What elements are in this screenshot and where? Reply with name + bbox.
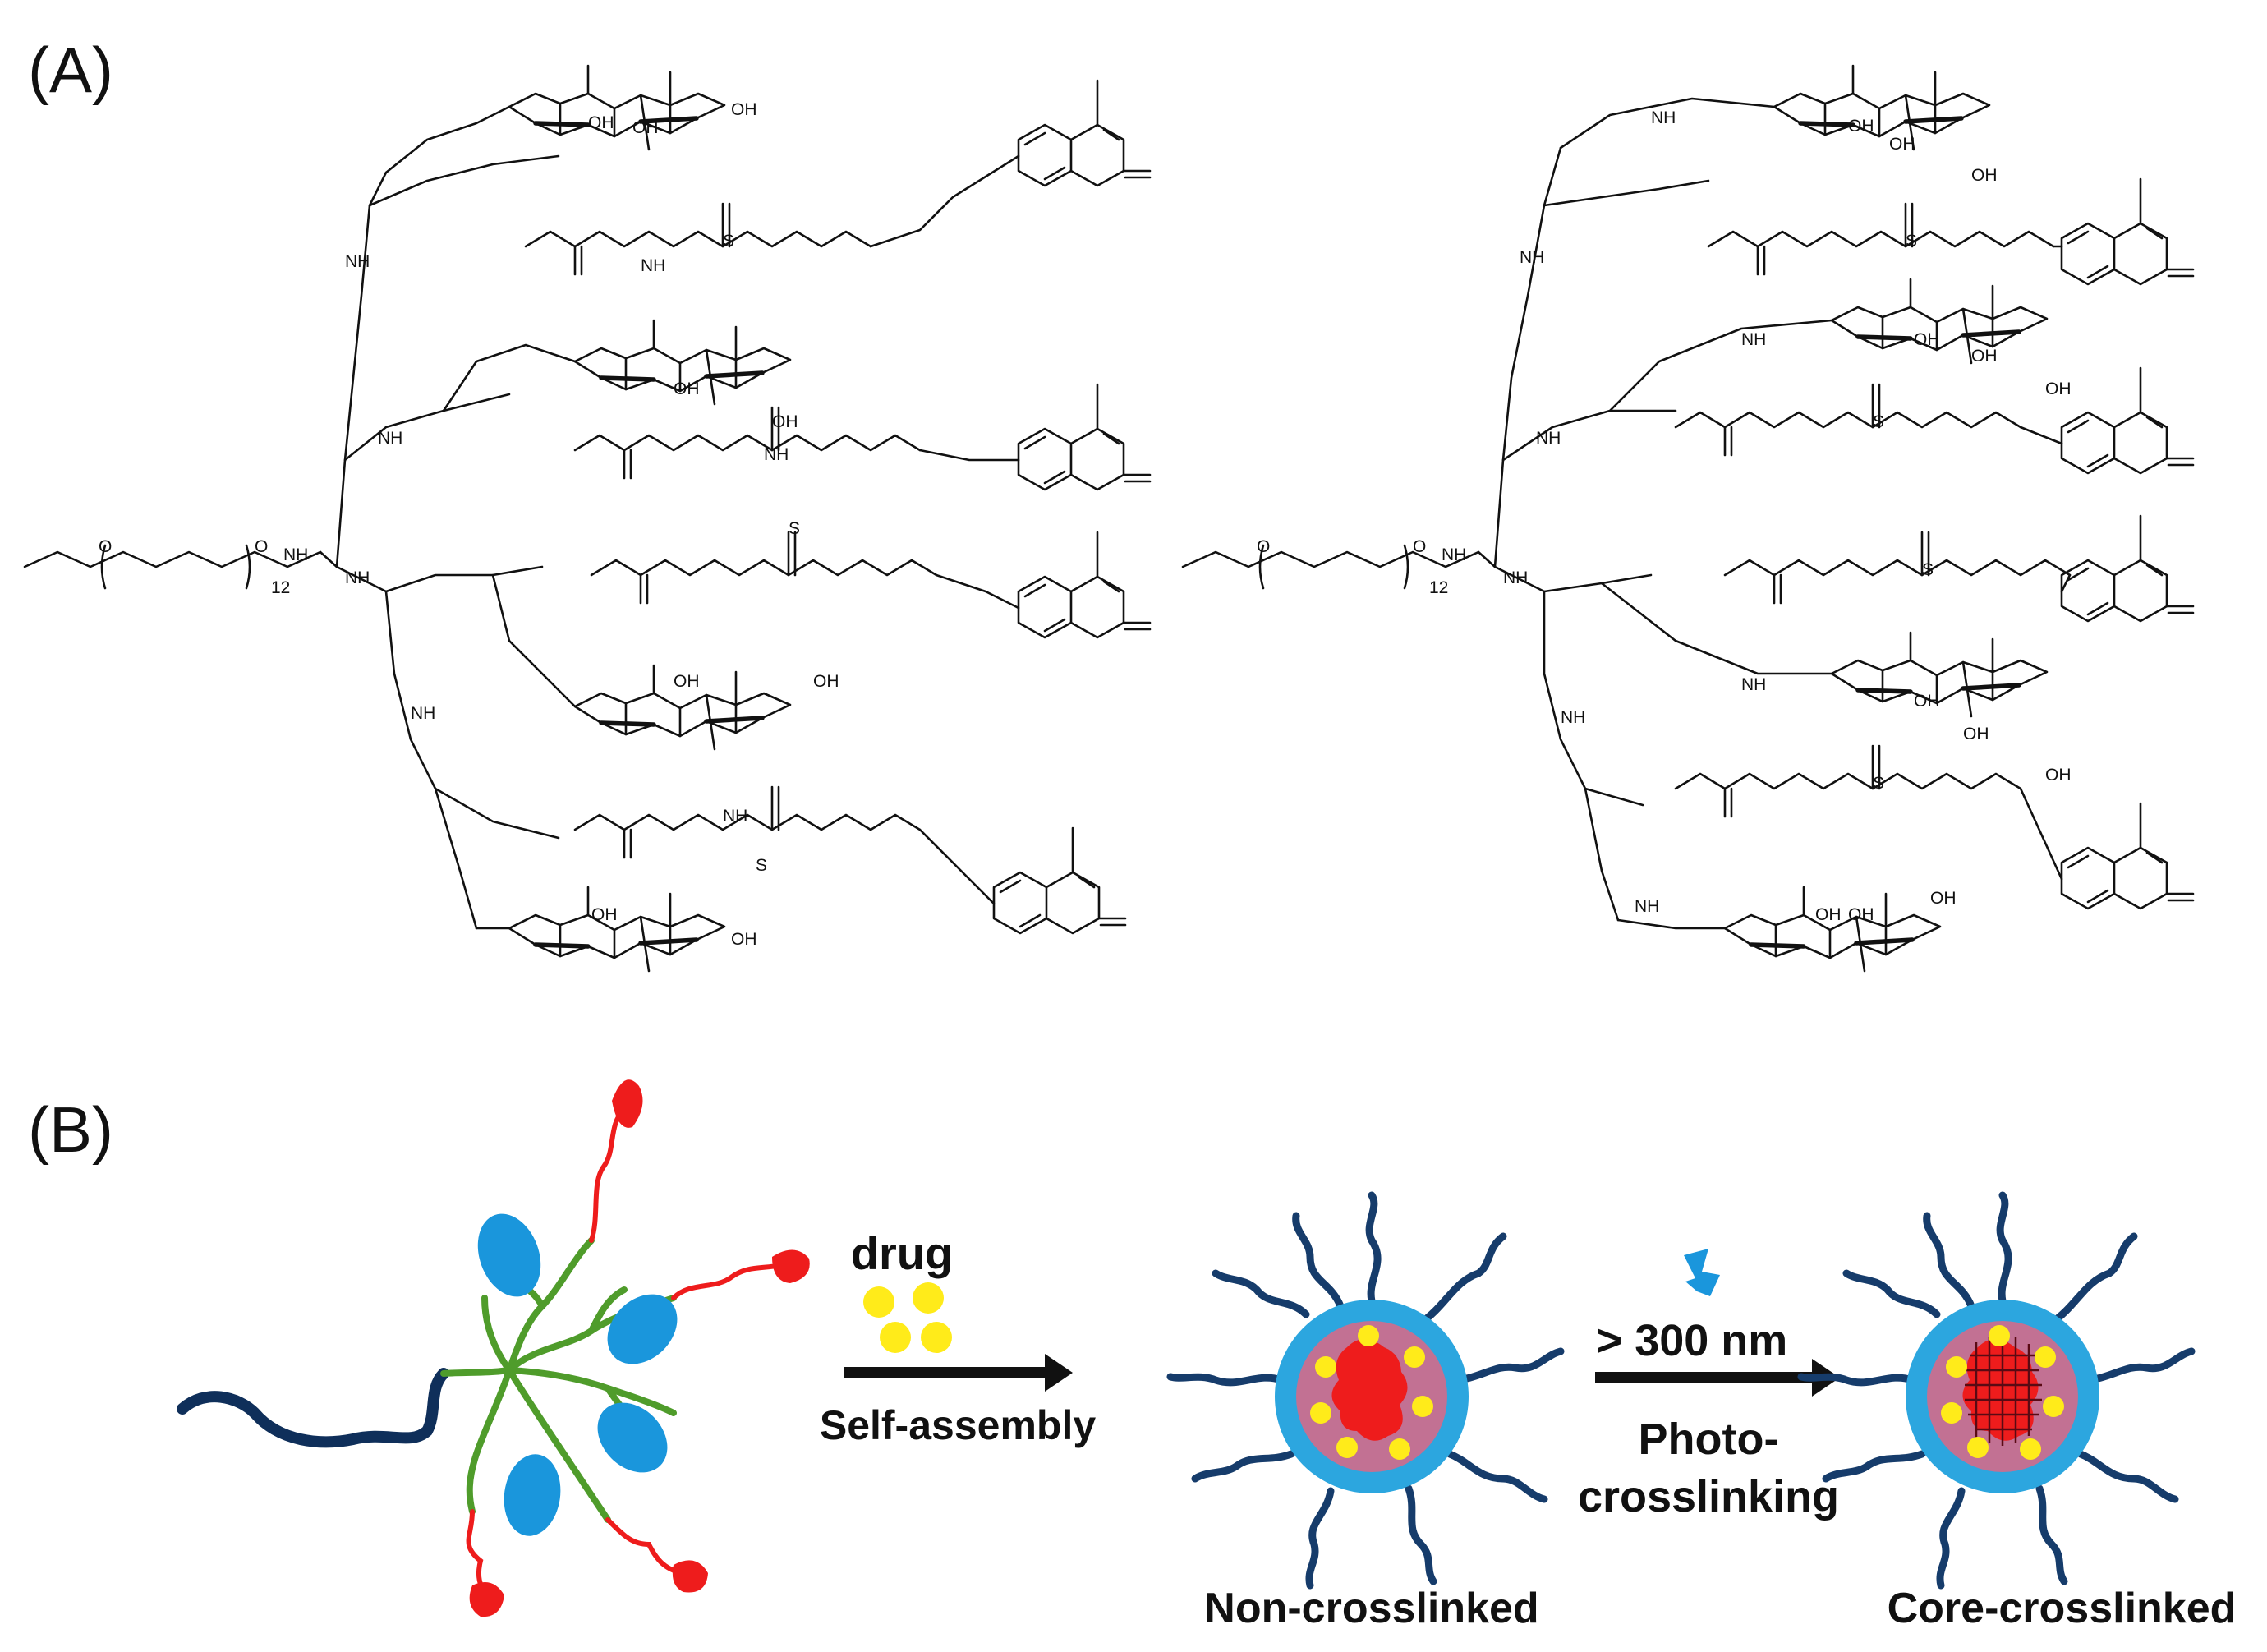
atom-label: OH — [1914, 330, 1940, 349]
encapsulated-drug — [1941, 1325, 2064, 1460]
atom-label: O — [1413, 537, 1426, 556]
atom-label: OH — [674, 672, 700, 691]
peg-corona — [1166, 1191, 1565, 1590]
peg-repeat-index: 12 — [271, 578, 290, 597]
photo-crosslinking-arrow: > 300 nm Photo- crosslinking — [1578, 1249, 1840, 1521]
coumarin-end-groups — [469, 1079, 810, 1617]
self-assembly-label: Self-assembly — [820, 1402, 1096, 1448]
self-assembly-arrow: drug Self-assembly — [820, 1227, 1096, 1448]
atom-label: OH — [674, 380, 700, 398]
atom-label: S — [723, 232, 734, 251]
atom-label: OH — [591, 905, 618, 924]
atom-label: OH — [2045, 766, 2072, 785]
light-bolt-icon — [1684, 1249, 1720, 1296]
atom-label: NH — [1561, 708, 1585, 727]
atom-label: NH — [1635, 897, 1659, 916]
atom-label: OH — [772, 412, 798, 431]
atom-label: NH — [641, 256, 665, 275]
core-crosslinked-micelle: Core-crosslinked — [1797, 1191, 2237, 1632]
atom-label: NH — [1651, 108, 1676, 127]
atom-label: O — [255, 537, 268, 556]
panel-label-b: (B) — [28, 1093, 113, 1166]
atom-label: NH — [723, 807, 747, 826]
atom-label: NH — [1741, 675, 1766, 694]
atom-label: OH — [813, 672, 839, 691]
atom-label: NH — [411, 704, 435, 723]
atom-label: S — [1922, 560, 1934, 579]
crosslink-mesh — [1965, 1336, 2042, 1446]
atom-label: OH — [1889, 135, 1915, 154]
atom-label: OH — [1963, 725, 1989, 743]
non-crosslinked-label: Non-crosslinked — [1204, 1585, 1538, 1632]
drug-molecules — [863, 1282, 952, 1353]
atom-label: OH — [588, 113, 614, 132]
atom-label: S — [1873, 412, 1884, 431]
atom-label: S — [756, 856, 767, 875]
atom-label: OH — [731, 930, 757, 949]
atom-label: OH — [1930, 889, 1957, 908]
panel-label-a: (A) — [28, 34, 113, 106]
atom-label: NH — [1741, 330, 1766, 349]
atom-label: O — [99, 537, 112, 556]
encapsulated-drug — [1310, 1325, 1433, 1460]
atom-label: S — [1906, 232, 1917, 251]
atom-label: S — [1873, 774, 1884, 793]
dendron-structure-right: NH NH NH NH NH NH NH NH NH S S S S O O 1… — [1181, 66, 2195, 971]
drug-label: drug — [851, 1227, 953, 1279]
atom-label: S — [789, 519, 800, 538]
atom-label: OH — [1848, 117, 1874, 136]
atom-label: OH — [1815, 905, 1842, 924]
peg-repeat-index: 12 — [1429, 578, 1448, 597]
photo-label-line2: crosslinking — [1578, 1472, 1839, 1521]
atom-label: NH — [1503, 568, 1528, 587]
dendron-structure-left: NH NH NH NH NH NH NH NH S S S O O 12 OH … — [23, 66, 1152, 971]
atom-label: NH — [345, 568, 370, 587]
photo-label-line1: Photo- — [1639, 1415, 1779, 1464]
atom-label: NH — [345, 252, 370, 271]
non-crosslinked-micelle: Non-crosslinked — [1166, 1191, 1565, 1632]
cholic-acid-units — [477, 1213, 678, 1536]
atom-label: NH — [1442, 545, 1466, 564]
atom-label: OH — [1848, 905, 1874, 924]
atom-label: OH — [1971, 166, 1998, 185]
peg-chain — [177, 1368, 449, 1448]
atom-label: OH — [731, 100, 757, 119]
atom-label: O — [1257, 537, 1270, 556]
atom-label: NH — [283, 545, 308, 564]
coumarin-aggregate — [1331, 1339, 1408, 1441]
telodendrimer-cartoon — [177, 1079, 810, 1617]
atom-label: OH — [1971, 347, 1998, 366]
atom-label: OH — [632, 118, 659, 137]
core-crosslinked-label: Core-crosslinked — [1888, 1585, 2237, 1632]
atom-label: NH — [378, 429, 402, 448]
atom-label: NH — [1520, 248, 1544, 267]
atom-label: NH — [1536, 429, 1561, 448]
atom-label: OH — [2045, 380, 2072, 398]
atom-label: NH — [764, 445, 789, 464]
peg-corona — [1797, 1191, 2196, 1590]
wavelength-label: > 300 nm — [1597, 1316, 1788, 1365]
atom-label: OH — [1914, 692, 1940, 711]
